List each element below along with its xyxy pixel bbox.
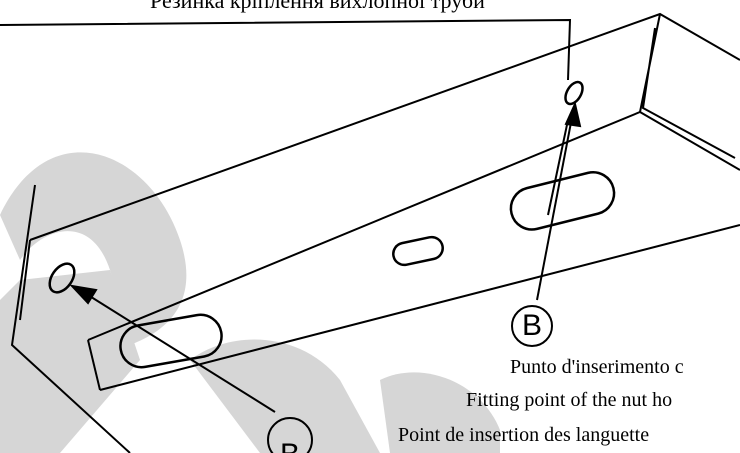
caption-french: Point de insertion des languette <box>398 424 650 446</box>
bar-left-top <box>19 239 31 321</box>
arrow-left-head <box>69 284 98 305</box>
top-caption: Резинка кріплення вихлопної труби <box>150 0 485 13</box>
arrow-right-head <box>564 100 582 128</box>
caption-italian: Punto d'inserimento c <box>510 356 684 378</box>
watermark-shape-right <box>380 372 500 453</box>
slot-right <box>509 171 616 231</box>
slot-left <box>119 313 223 369</box>
watermark-shape-mid <box>190 339 380 453</box>
hole-left <box>48 262 76 294</box>
arrow-left-shaft <box>79 289 276 413</box>
arrow-right-guide <box>547 119 569 216</box>
bar-front-vertical <box>87 339 101 391</box>
end-face <box>639 13 736 159</box>
hole-right <box>564 80 584 106</box>
bar-mid-edge <box>87 110 740 341</box>
caption-english: Fitting point of the nut ho <box>466 389 673 411</box>
frame-back-edge <box>0 18 572 81</box>
bar-bottom-edge <box>99 224 740 391</box>
arrow-right-shaft <box>536 111 574 301</box>
slot-center <box>392 235 444 267</box>
callout-ring-right <box>511 305 553 347</box>
callout-ring-bottom <box>267 417 313 453</box>
bar-top-edge <box>29 12 740 241</box>
frame-left-edge <box>10 184 131 453</box>
watermark-shape-left-2 <box>0 270 140 453</box>
